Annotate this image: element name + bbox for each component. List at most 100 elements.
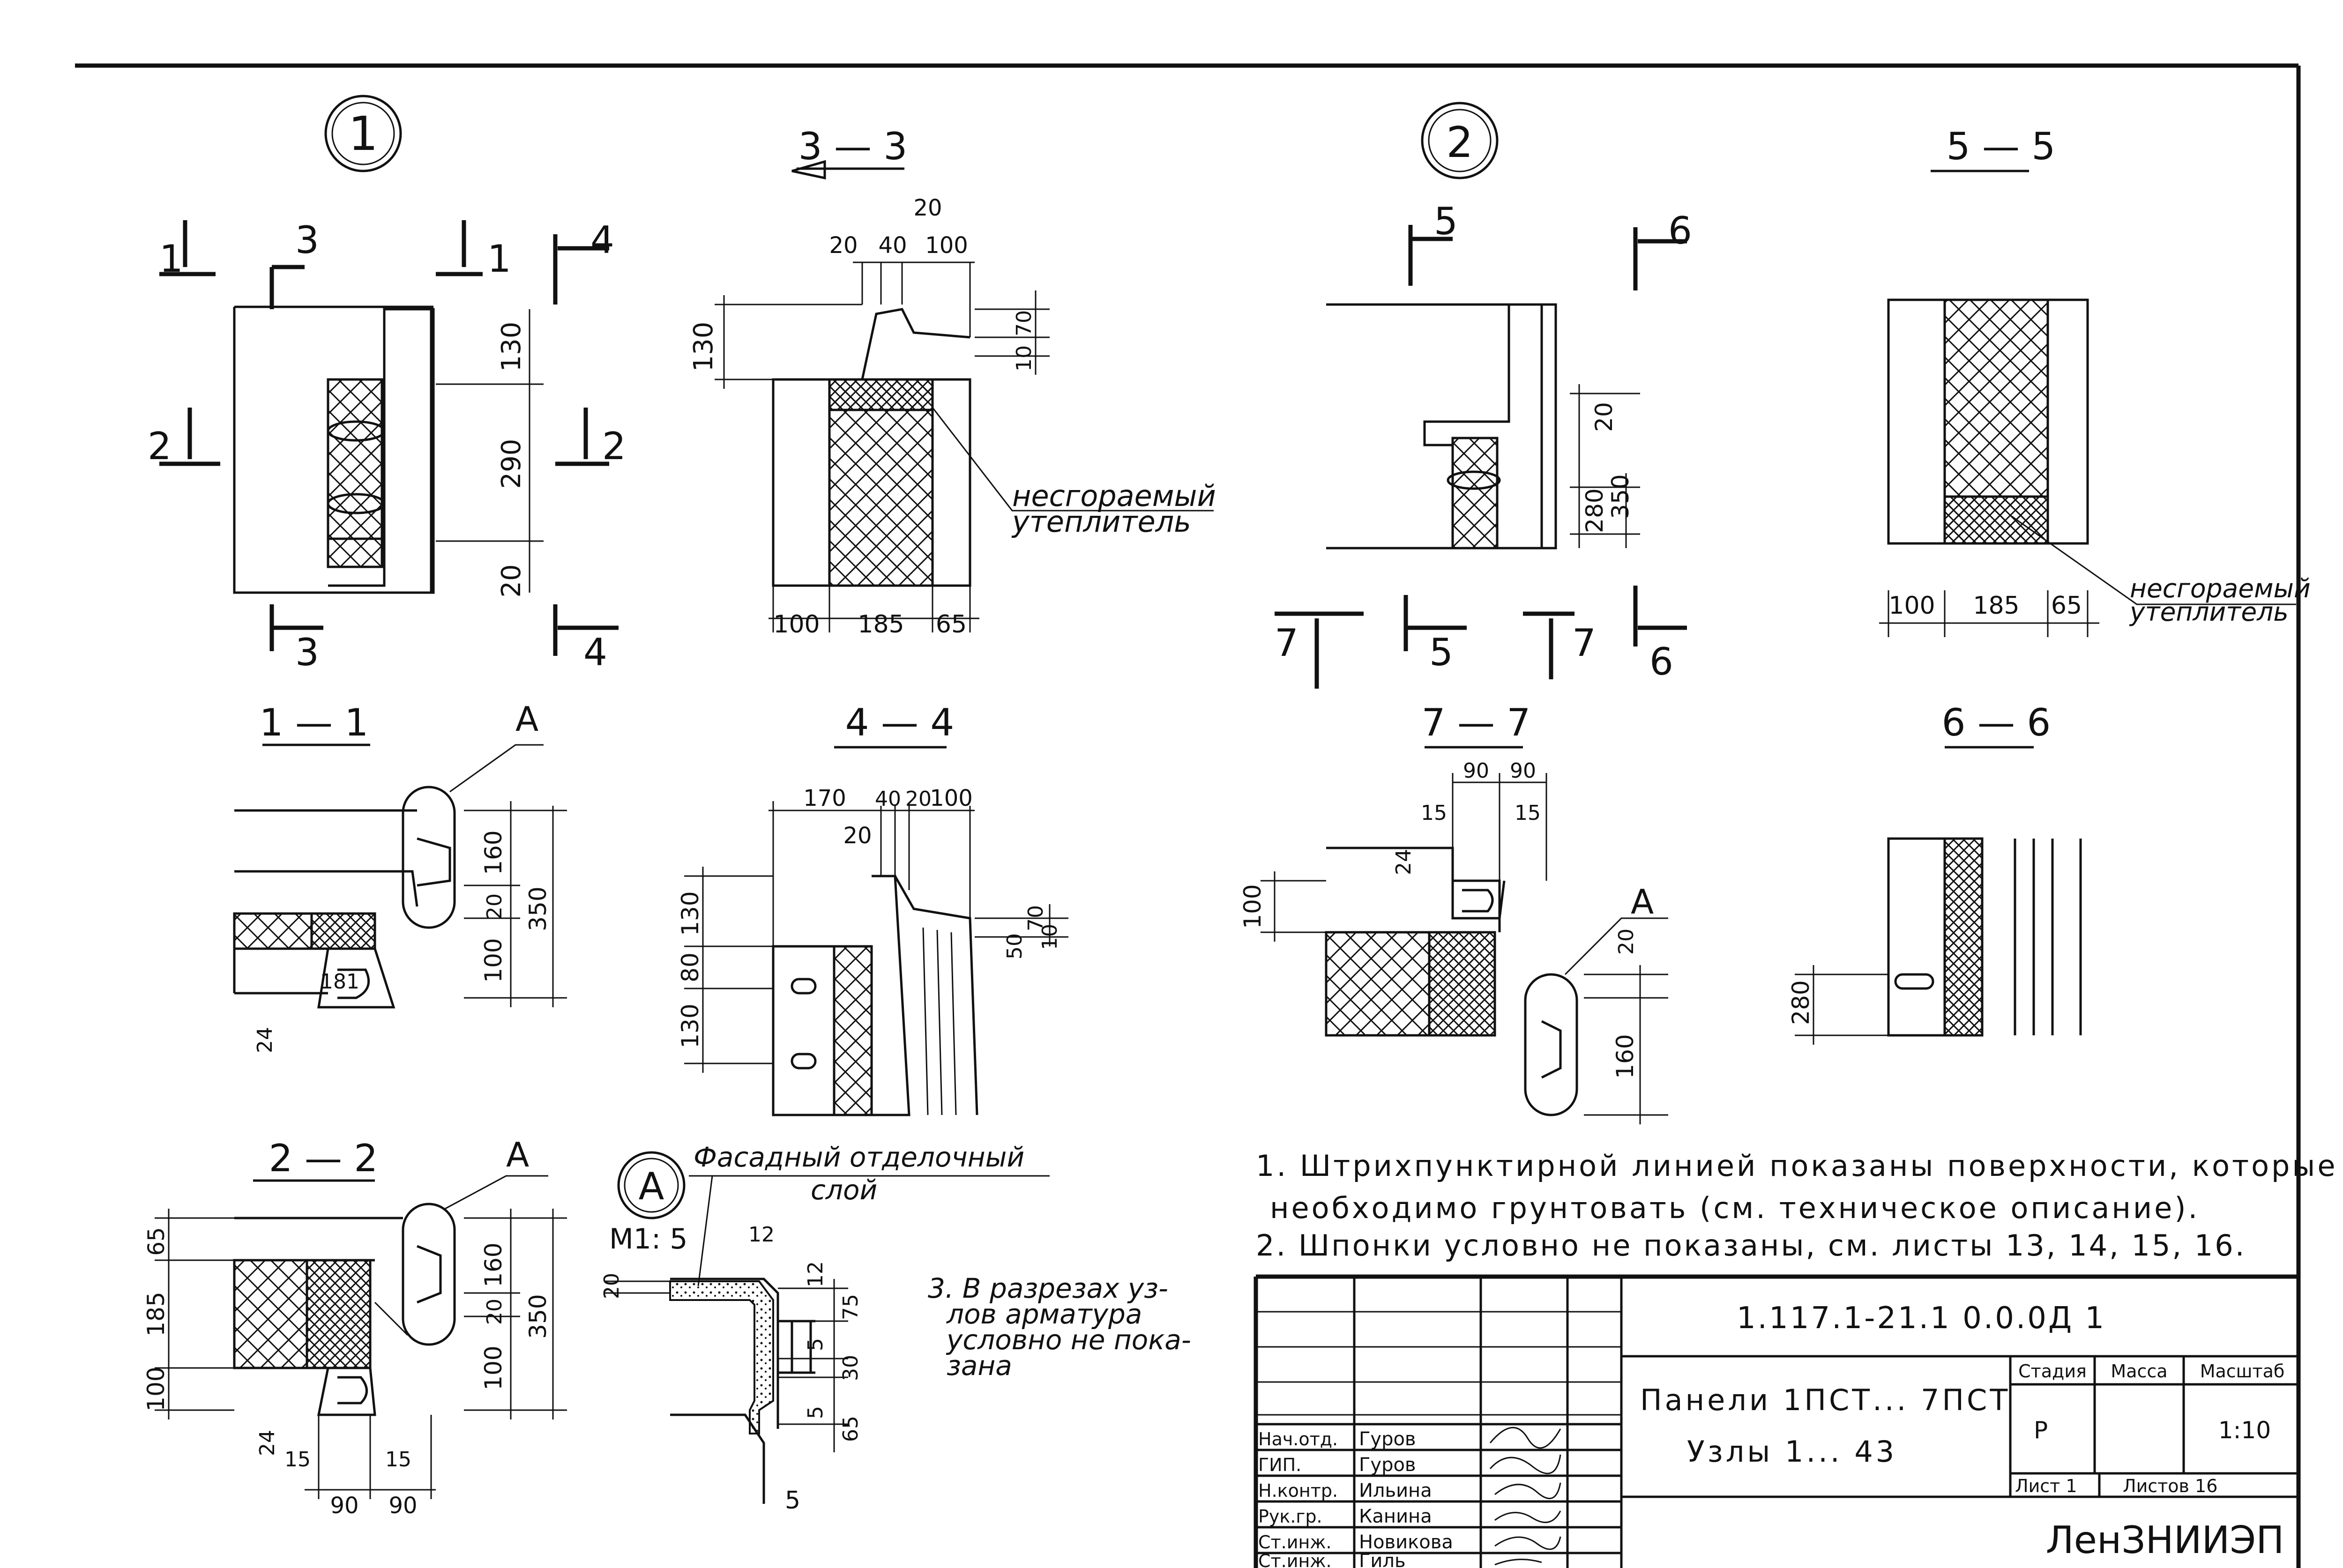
organization: ЛенЗНИИЭП [2046,1518,2284,1562]
svg-text:65: 65 [936,610,967,639]
svg-text:12: 12 [748,1223,775,1247]
svg-text:20: 20 [905,787,932,811]
title-name-2: Узлы 1... 43 [1687,1434,1897,1469]
svg-text:Ильина: Ильина [1359,1480,1432,1501]
marker-6b: 6 [1649,640,1673,684]
section-7-7-title: 7 — 7 [1422,701,1531,744]
note-3-line-2: лов арматура [946,1298,1142,1330]
label-fireproof-1: несгораемый [1012,479,1216,513]
svg-text:130: 130 [496,322,527,372]
sheet-frame [75,63,2301,1568]
svg-text:30: 30 [839,1355,863,1381]
svg-text:90: 90 [1463,759,1489,783]
svg-text:15: 15 [1421,801,1447,825]
svg-text:24: 24 [253,1027,277,1053]
svg-text:350: 350 [524,1294,552,1338]
svg-text:20: 20 [496,564,527,597]
svg-text:12: 12 [804,1261,828,1287]
svg-text:Н.контр.: Н.контр. [1258,1480,1338,1501]
svg-text:10: 10 [1038,924,1062,950]
svg-text:65: 65 [143,1227,170,1256]
svg-text:350: 350 [1607,474,1634,519]
signature-marks [1489,1427,1561,1566]
svg-text:Р: Р [2034,1417,2048,1444]
marker-4a: 4 [590,218,614,262]
section-4-4-title: 4 — 4 [845,701,955,744]
svg-text:Ст.инж.: Ст.инж. [1258,1532,1332,1553]
label-facade-2: слой [811,1174,877,1206]
svg-text:Гуров: Гуров [1359,1428,1416,1450]
svg-text:130: 130 [677,1003,704,1048]
svg-text:Новикова: Новикова [1359,1531,1453,1553]
svg-text:100: 100 [930,785,973,811]
svg-text:80: 80 [677,952,704,982]
marker-5a: 5 [1434,200,1458,243]
svg-text:185: 185 [142,1292,170,1336]
svg-text:70: 70 [1012,310,1036,336]
marker-7b: 7 [1572,621,1596,665]
detail-A-label: А [639,1165,664,1208]
marker-1b: 1 [487,237,511,281]
svg-text:50: 50 [1003,933,1027,959]
svg-text:100: 100 [142,1367,170,1411]
label-facade-1: Фасадный отделочный [694,1141,1024,1173]
svg-text:160: 160 [480,1242,507,1287]
svg-text:100: 100 [1239,884,1266,929]
svg-text:185: 185 [858,610,904,639]
svg-text:65: 65 [839,1416,863,1442]
svg-text:20: 20 [1614,929,1638,955]
node-2-view: 2 5 6 7 5 7 6 20 280 350 [1275,102,1692,689]
marker-4b: 4 [583,631,607,674]
svg-text:Рук.гр.: Рук.гр. [1258,1506,1322,1527]
svg-text:15: 15 [284,1448,311,1471]
section-3-3: 3 — 3 130 100 185 65 20 40 20 100 70 10 … [688,125,1216,639]
svg-text:20: 20 [829,232,858,259]
svg-text:40: 40 [875,787,901,811]
svg-text:170: 170 [803,785,846,811]
svg-text:Масштаб: Масштаб [2200,1361,2285,1382]
svg-text:100: 100 [773,610,820,639]
svg-text:90: 90 [388,1493,417,1519]
svg-text:Масса: Масса [2111,1361,2167,1382]
svg-text:5: 5 [785,1486,800,1515]
svg-text:20: 20 [600,1273,624,1299]
svg-text:100: 100 [480,1345,507,1390]
note-3-line-3: условно не пока- [946,1324,1191,1356]
section-3-3-title: 3 — 3 [798,125,908,168]
node-1-view: 1 1 3 1 4 2 2 3 4 130 290 20 [148,95,626,674]
doc-code: 1.117.1-21.1 0.0.0Д 1 [1737,1301,2106,1336]
callout-A-1: А [515,699,538,739]
svg-text:181: 181 [320,970,359,994]
svg-text:75: 75 [839,1294,863,1320]
label-fireproof-2: несгораемый [2130,573,2311,603]
note-3-line-1: 3. В разрезах уз- [928,1272,1168,1304]
node-1-label: 1 [348,106,378,161]
svg-text:10: 10 [1012,345,1036,372]
svg-text:100: 100 [925,232,968,259]
svg-text:Нач.отд.: Нач.отд. [1258,1429,1338,1449]
section-5-5: 5 — 5 100 185 65 несгораемый утеплитель [1879,125,2311,637]
svg-text:Канина: Канина [1359,1506,1432,1527]
svg-text:Листов 16: Листов 16 [2123,1476,2217,1496]
svg-text:40: 40 [878,232,907,259]
svg-text:350: 350 [524,886,552,931]
svg-text:15: 15 [1515,801,1541,825]
svg-text:Лист 1: Лист 1 [2015,1476,2077,1496]
note-3-line-4: зана [947,1350,1012,1382]
svg-text:100: 100 [1888,592,1935,620]
section-1-1-title: 1 — 1 [260,701,369,744]
signature-rows: Нач.отд. ГИП. Н.контр. Рук.гр. Ст.инж. С… [1258,1428,1453,1568]
svg-text:20: 20 [483,1299,507,1325]
svg-text:130: 130 [688,322,719,372]
callout-A-2: А [1631,882,1654,921]
svg-text:100: 100 [480,938,507,982]
svg-text:160: 160 [480,830,507,875]
svg-text:Ст.инж.: Ст.инж. [1258,1551,1332,1568]
node-2-label: 2 [1446,118,1473,167]
marker-6a: 6 [1668,209,1692,253]
svg-text:20: 20 [843,823,872,849]
notes: 1. Штрихпунктирной линией показаны повер… [928,1149,2338,1382]
marker-5b: 5 [1429,631,1453,674]
note-1-line-1: 1. Штрихпунктирной линией показаны повер… [1256,1149,2338,1183]
